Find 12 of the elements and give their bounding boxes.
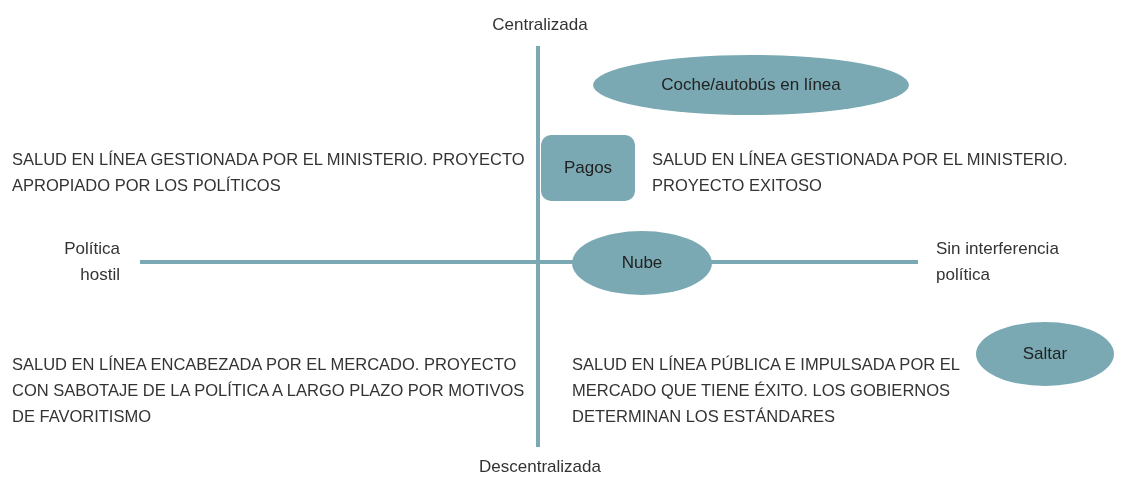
ellipse-node: Saltar <box>976 322 1114 386</box>
axis-or-quadrant-label: Descentralizada <box>478 456 602 478</box>
axis-or-quadrant-label: Sin interferencia política <box>936 238 1060 286</box>
axis-or-quadrant-label: SALUD EN LÍNEA ENCABEZADA POR EL MERCADO. PROYECTO CON SABOTAJE DE LA POLÍTICA A LARGO PLAZO POR MOTIVOS DE FAVORITISMO <box>12 354 526 427</box>
axis-or-quadrant-label: SALUD EN LÍNEA PÚBLICA E IMPULSADA POR EL MERCADO QUE TIENE ÉXITO. LOS GOBIERNOS DETERMINAN LOS ESTÁNDARES <box>572 354 961 427</box>
axis-or-quadrant-label: Centralizada <box>491 14 589 36</box>
ellipse-node: Coche/autobús en línea <box>593 55 909 115</box>
axis-or-quadrant-label: Política hostil <box>63 238 120 286</box>
axis-or-quadrant-label: SALUD EN LÍNEA GESTIONADA POR EL MINISTERIO. PROYECTO EXITOSO <box>652 149 1069 196</box>
ellipse-node: Nube <box>572 231 712 295</box>
rounded-box: Pagos <box>541 135 635 201</box>
axis-or-quadrant-label: SALUD EN LÍNEA GESTIONADA POR EL MINISTERIO. PROYECTO APROPIADO POR LOS POLÍTICOS <box>12 149 526 196</box>
